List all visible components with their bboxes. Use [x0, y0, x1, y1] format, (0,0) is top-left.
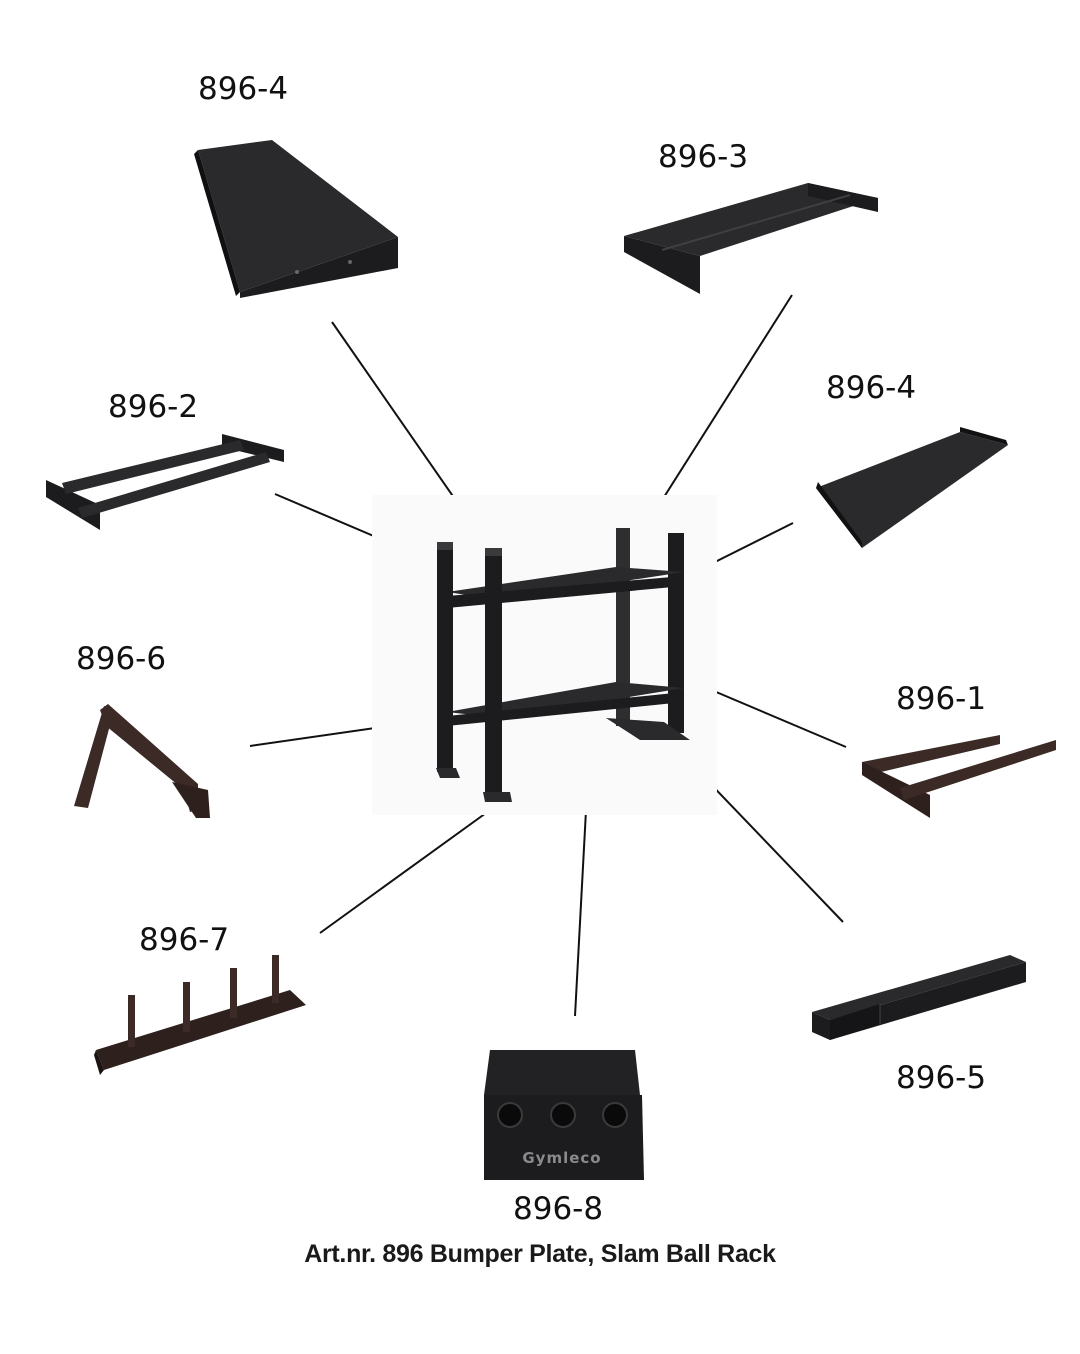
ball-holder-brand-logo: Gymleco: [522, 1149, 601, 1167]
bar-frame-right: [862, 735, 1056, 818]
ball-holder: Gymleco: [484, 1050, 644, 1180]
part-label: 896-6: [76, 641, 167, 677]
part-label: 896-3: [658, 139, 749, 175]
part-label: 896-1: [896, 681, 987, 717]
bar-frame-left: [46, 434, 284, 530]
part-label: 896-2: [108, 389, 199, 425]
caption: Art.nr. 896 Bumper Plate, Slam Ball Rack: [304, 1240, 776, 1268]
shelf-top-right: [624, 183, 878, 294]
part-label: 896-7: [139, 922, 230, 958]
peg-rail: [94, 955, 306, 1075]
connector-line: [319, 799, 505, 934]
connector-line: [331, 321, 467, 516]
part-label: 896-8: [513, 1191, 604, 1227]
connector-line: [651, 294, 793, 517]
central-rack: [372, 495, 717, 815]
part-label: 896-5: [896, 1060, 987, 1096]
part-label: 896-4: [198, 71, 289, 107]
shelf-top-left: [194, 140, 398, 298]
angled-bracket: [74, 704, 210, 818]
tray-right: [816, 427, 1008, 548]
part-label: 896-4: [826, 370, 917, 406]
base-beams: [812, 955, 1026, 1040]
